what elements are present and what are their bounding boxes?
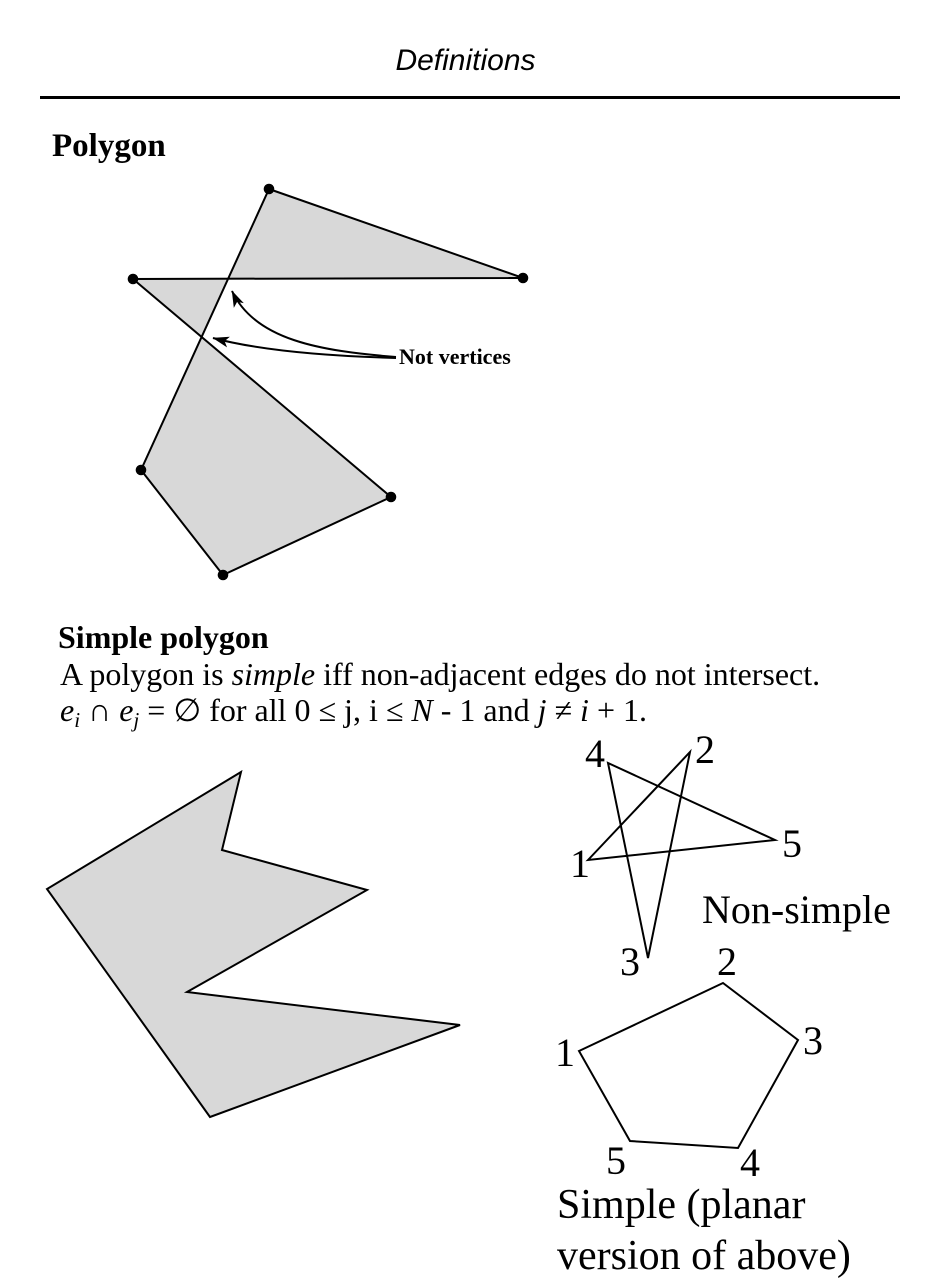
math-sub-j: j	[133, 707, 140, 732]
annotation-arrow-2	[212, 336, 397, 359]
polygon-heading: Polygon	[52, 128, 166, 164]
math-emptyset-clause: = ∅ for all 0 ≤ j, i ≤	[139, 692, 412, 728]
simple-caption: Simple (planar version of above)	[557, 1180, 851, 1282]
vertex-dots	[127, 183, 529, 581]
star-polygon-shape	[585, 748, 779, 959]
nonsimple-polygon-shape	[130, 187, 524, 577]
simple-definition-sentence: A polygon is simple iff non-adjacent edg…	[60, 656, 820, 693]
math-j: j	[537, 692, 547, 728]
pentagon-vertex-label: 1	[555, 1030, 575, 1075]
star-vertex-label: 2	[695, 727, 715, 772]
math-intersection-op: ∩	[80, 692, 120, 728]
pentagon-vertex-label: 5	[606, 1138, 626, 1183]
simple-caption-line2: version of above)	[557, 1233, 851, 1279]
annotation-arrow-1	[231, 290, 397, 358]
vertex-dot	[217, 569, 229, 581]
math-and: - 1 and	[432, 692, 538, 728]
vertex-dot	[263, 183, 275, 195]
sentence-emphasis: simple	[231, 656, 316, 692]
math-e1: e	[60, 692, 75, 728]
pentagon-vertex-label: 4	[740, 1140, 760, 1185]
math-e2: e	[119, 692, 134, 728]
math-neq: ≠	[546, 692, 581, 728]
math-sub-i: i	[74, 707, 81, 732]
star-vertex-label: 1	[570, 841, 590, 886]
pentagon-shape	[577, 981, 800, 1150]
star-vertex-label: 4	[585, 731, 605, 776]
star-vertex-label: 3	[620, 939, 640, 984]
pentagon-vertex-labels: 1 2 3 4 5	[555, 939, 823, 1185]
math-i: i	[580, 692, 589, 728]
pentagon-vertex-label: 2	[717, 939, 737, 984]
vertex-dot	[385, 491, 397, 503]
math-N: N	[411, 692, 433, 728]
vertex-dot	[517, 272, 529, 284]
annotation-arrows	[212, 290, 397, 359]
simple-polygon-heading: Simple polygon	[58, 619, 269, 655]
title-divider-rule	[40, 96, 900, 99]
star-vertex-label: 5	[782, 821, 802, 866]
nonsimple-caption: Non-simple	[702, 887, 891, 932]
page-title: Definitions	[395, 44, 536, 77]
simple-caption-line1: Simple (planar	[557, 1182, 806, 1228]
vertex-dot	[135, 464, 147, 476]
vertex-dot	[127, 273, 139, 285]
pentagon-vertex-label: 3	[803, 1018, 823, 1063]
sentence-post: iff non-adjacent edges do not intersect.	[315, 656, 821, 692]
sentence-pre: A polygon is	[60, 656, 232, 692]
star-vertex-labels: 1 2 3 4 5	[570, 727, 802, 984]
math-end: + 1.	[588, 692, 647, 728]
simple-definition-formula: ei ∩ ej = ∅ for all 0 ≤ j, i ≤ N - 1 and…	[60, 691, 647, 733]
not-vertices-label: Not vertices	[399, 344, 511, 369]
simple-polygon-shape	[45, 769, 461, 1119]
